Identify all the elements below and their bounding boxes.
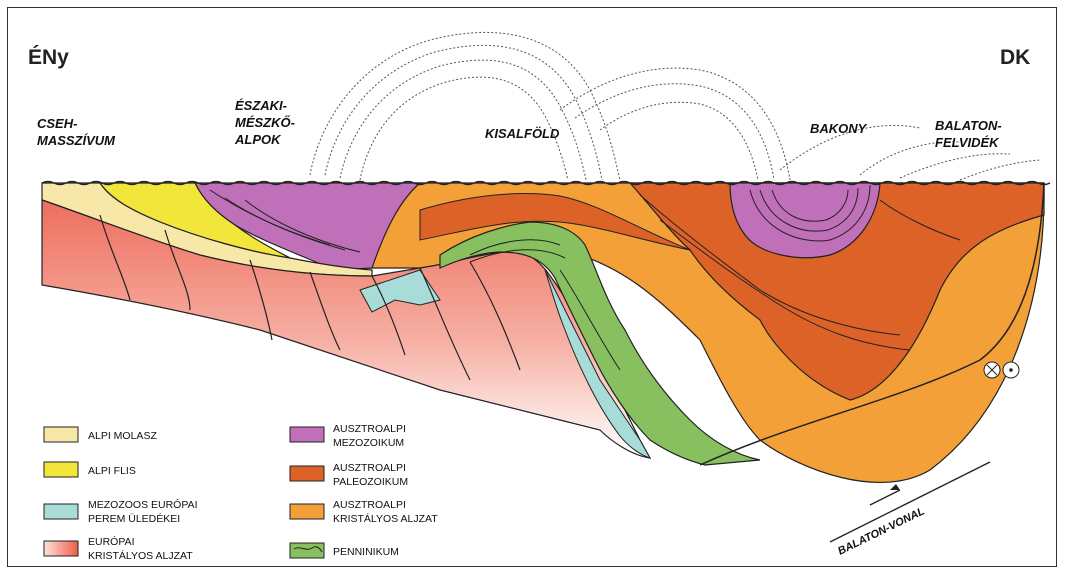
legend-label: AUSZTROALPI xyxy=(333,423,406,435)
legend-item-paleozoikum: AUSZTROALPI PALEOZOIKUM xyxy=(290,462,408,488)
legend-item-mezozoikum: AUSZTROALPI MEZOZOIKUM xyxy=(290,423,406,449)
legend-label: MEZOZOIKUM xyxy=(333,437,404,449)
region-line: KISALFÖLD xyxy=(485,126,560,141)
legend-item-mezozoos: MEZOZOOS EURÓPAI PEREM ÜLEDÉKEI xyxy=(44,498,197,525)
legend-label: EURÓPAI xyxy=(88,535,134,548)
legend-label: PENNINIKUM xyxy=(333,546,399,558)
legend-label: KRISTÁLYOS ALJZAT xyxy=(88,549,193,562)
direction-nw: ÉNy xyxy=(28,46,69,69)
legend-item-molasz: ALPI MOLASZ xyxy=(44,427,157,442)
region-eszaki: ÉSZAKI- MÉSZKŐ- ALPOK xyxy=(234,98,295,147)
legend-label: PEREM ÜLEDÉKEI xyxy=(88,512,180,525)
region-cseh: CSEH- MASSZÍVUM xyxy=(37,116,116,148)
region-bakony: BAKONY xyxy=(810,121,868,136)
region-balaton-felvidek: BALATON- FELVIDÉK xyxy=(935,118,1002,150)
region-line: FELVIDÉK xyxy=(935,135,1000,150)
legend-label: MEZOZOOS EURÓPAI xyxy=(88,498,197,511)
region-line: MÉSZKŐ- xyxy=(235,115,295,130)
legend-item-flis: ALPI FLIS xyxy=(44,462,136,477)
region-line: ALPOK xyxy=(234,132,282,147)
legend-label: AUSZTROALPI xyxy=(333,499,406,511)
region-kisalfold: KISALFÖLD xyxy=(485,126,560,141)
eroded-folds xyxy=(310,32,1040,180)
cross-section-body xyxy=(42,183,1044,482)
legend-label: ALPI FLIS xyxy=(88,465,136,477)
region-line: ÉSZAKI- xyxy=(235,98,287,113)
legend-label: PALEOZOIKUM xyxy=(333,476,408,488)
region-line: BAKONY xyxy=(810,121,868,136)
legend-label: AUSZTROALPI xyxy=(333,462,406,474)
region-line: CSEH- xyxy=(37,116,77,131)
legend-label: ALPI MOLASZ xyxy=(88,430,157,442)
legend-item-kristalyos: AUSZTROALPI KRISTÁLYOS ALJZAT xyxy=(290,499,438,525)
direction-se: DK xyxy=(1000,46,1030,69)
region-line: MASSZÍVUM xyxy=(37,133,116,148)
legend: ALPI MOLASZ ALPI FLIS MEZOZOOS EURÓPAI P… xyxy=(44,423,438,562)
legend-item-europai: EURÓPAI KRISTÁLYOS ALJZAT xyxy=(44,535,193,562)
legend-label: KRISTÁLYOS ALJZAT xyxy=(333,512,438,525)
region-line: BALATON- xyxy=(935,118,1002,133)
legend-item-penninikum: PENNINIKUM xyxy=(290,543,399,558)
